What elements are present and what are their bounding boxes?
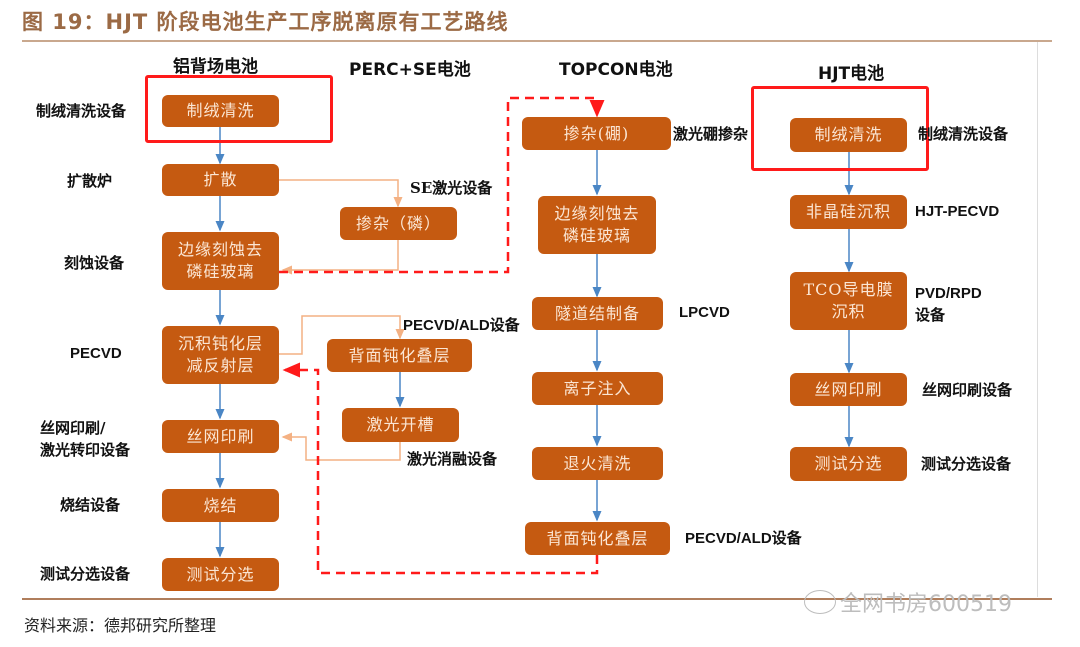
column-header-topcon: TOPCON电池 — [559, 60, 673, 80]
step-box-hjt-texturing: 制绒清洗 — [790, 118, 907, 152]
wechat-icon — [804, 590, 836, 614]
step-box-topcon-rear-passivation: 背面钝化叠层 — [525, 522, 670, 555]
perc-branch-lines — [279, 179, 405, 461]
right-border — [1037, 42, 1038, 597]
branch-line — [279, 315, 405, 355]
column-header-hjt: HJT电池 — [818, 64, 885, 84]
equipment-label: LPCVD — [679, 304, 730, 321]
branch-line — [281, 240, 399, 275]
equipment-label: 测试分选设备 — [40, 565, 131, 583]
equipment-label: PECVD/ALD设备 — [403, 317, 520, 334]
equipment-label: PECVD — [70, 345, 122, 362]
equipment-label: 制绒清洗设备 — [36, 102, 127, 120]
step-box-al-bsf-screen-print: 丝网印刷 — [162, 420, 279, 453]
equipment-label: 丝网印刷设备 — [922, 381, 1013, 399]
step-box-hjt-tco: TCO导电膜 沉积 — [790, 272, 907, 330]
branch-line — [281, 432, 401, 461]
footer-divider — [22, 598, 1052, 600]
step-box-al-bsf-passivation: 沉积钝化层 减反射层 — [162, 326, 279, 384]
highlight-frame-al-bsf-texturing — [145, 75, 333, 143]
column-header-al-bsf: 铝背场电池 — [173, 57, 258, 77]
equipment-label: 扩散炉 — [67, 172, 113, 190]
step-box-perc-phosphorus-doping: 掺杂（磷） — [340, 207, 457, 240]
equipment-label: 丝网印刷/ 激光转印设备 — [40, 419, 131, 459]
step-box-al-bsf-texturing: 制绒清洗 — [162, 95, 279, 127]
step-box-al-bsf-testing: 测试分选 — [162, 558, 279, 591]
equipment-label: PVD/RPD 设备 — [915, 285, 982, 324]
step-box-perc-rear-passivation: 背面钝化叠层 — [327, 339, 472, 372]
step-box-al-bsf-sintering: 烧结 — [162, 489, 279, 522]
step-box-perc-laser-grooving: 激光开槽 — [342, 408, 459, 442]
step-box-al-bsf-edge-etch: 边缘刻蚀去 磷硅玻璃 — [162, 232, 279, 290]
figure-title: 图 19：HJT 阶段电池生产工序脱离原有工艺路线 — [22, 10, 509, 34]
watermark: 全网书房600519 — [804, 586, 1012, 618]
equipment-label: 测试分选设备 — [921, 455, 1012, 473]
equipment-label: 激光消融设备 — [407, 450, 498, 468]
step-box-hjt-amorphous-si: 非晶硅沉积 — [790, 195, 907, 229]
equipment-label: PECVD/ALD设备 — [685, 530, 802, 547]
topcon-dashed-lines — [279, 96, 605, 575]
step-box-al-bsf-diffusion: 扩散 — [162, 164, 279, 196]
equipment-label: HJT-PECVD — [915, 203, 1000, 220]
step-box-topcon-anneal-clean: 退火清洗 — [532, 447, 663, 480]
step-box-hjt-screen-print: 丝网印刷 — [790, 373, 907, 406]
equipment-label: 刻蚀设备 — [64, 254, 125, 272]
branch-line — [279, 179, 403, 208]
column-header-perc-se: PERC+SE电池 — [349, 60, 471, 80]
equipment-label: 烧结设备 — [60, 496, 121, 514]
equipment-label: SE激光设备 — [410, 179, 493, 197]
step-box-topcon-boron-doping: 掺杂(硼) — [522, 117, 671, 150]
step-box-topcon-ion-implant: 离子注入 — [532, 372, 663, 405]
dashed-connector — [282, 362, 599, 575]
source-note: 资料来源：德邦研究所整理 — [24, 616, 217, 635]
step-box-topcon-edge-etch: 边缘刻蚀去 磷硅玻璃 — [538, 196, 656, 254]
highlight-frame-hjt-texturing — [751, 86, 929, 171]
step-box-hjt-testing: 测试分选 — [790, 447, 907, 481]
watermark-text: 全网书房600519 — [840, 592, 1012, 617]
title-divider — [22, 40, 1052, 42]
step-box-topcon-tunnel-junction: 隧道结制备 — [532, 297, 663, 330]
dashed-connector — [279, 96, 605, 274]
equipment-label: 激光硼掺杂 — [673, 125, 749, 143]
equipment-label: 制绒清洗设备 — [918, 125, 1009, 143]
